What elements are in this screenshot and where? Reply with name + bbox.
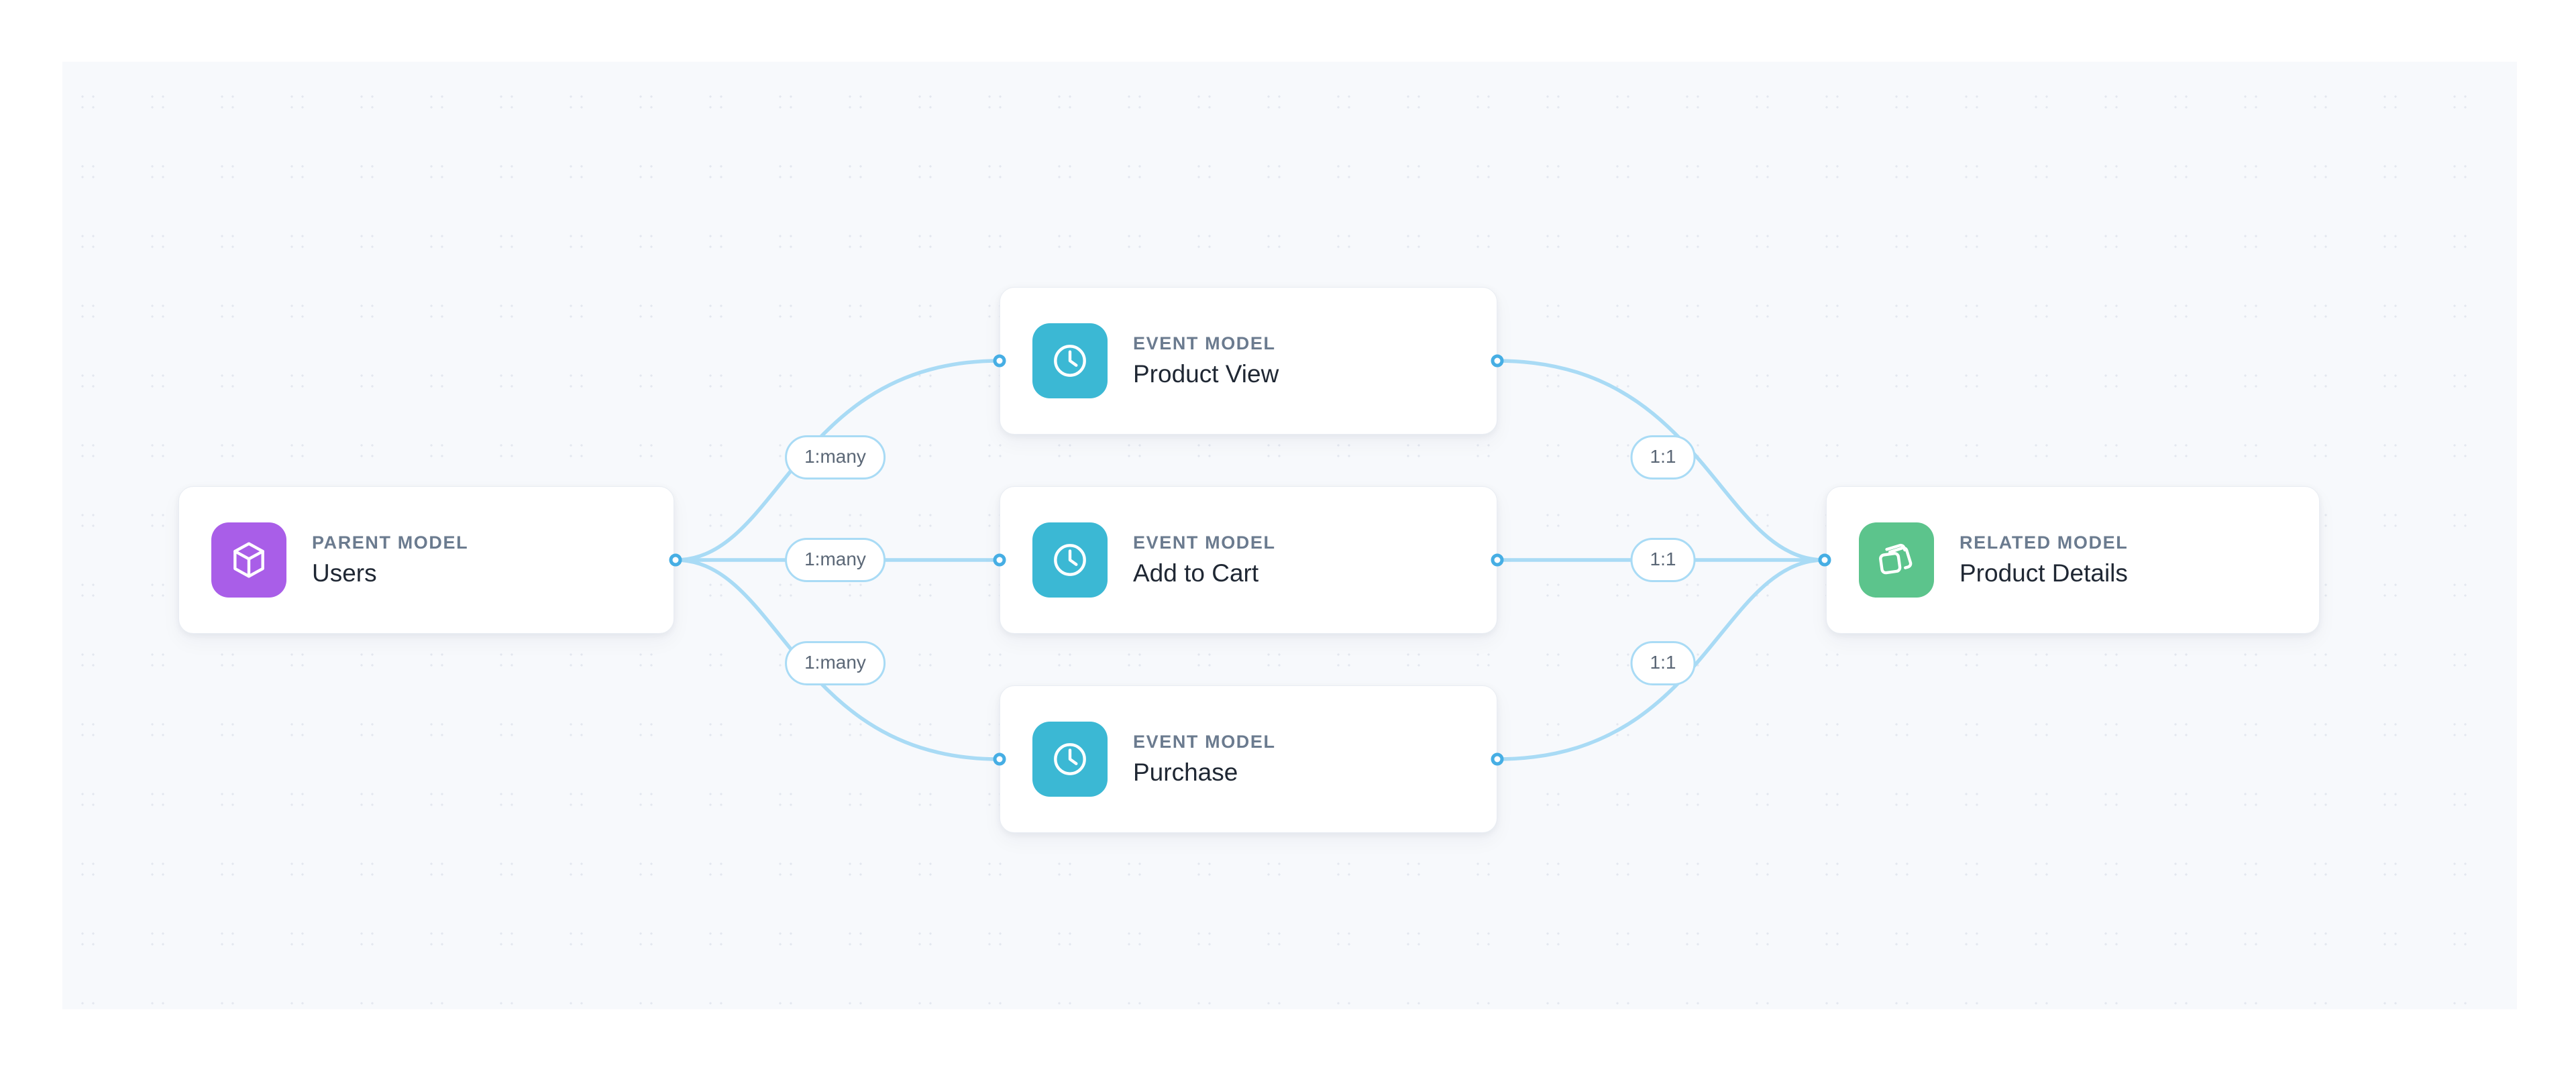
relationship-pill-add-to-cart-details[interactable]: 1:1 xyxy=(1630,538,1696,582)
node-event-model-3[interactable]: EVENT MODEL Purchase xyxy=(1000,685,1497,833)
relationship-pill-purchase-details[interactable]: 1:1 xyxy=(1630,641,1696,685)
node-related-model[interactable]: RELATED MODEL Product Details xyxy=(1826,486,2320,634)
node-title: Add to Cart xyxy=(1133,559,1259,587)
node-kicker: EVENT MODEL xyxy=(1133,532,1276,553)
node-text: PARENT MODEL Users xyxy=(312,532,468,587)
node-title: Product View xyxy=(1133,360,1279,388)
port-event-3-in[interactable] xyxy=(993,752,1006,766)
node-text: EVENT MODEL Product View xyxy=(1133,333,1279,388)
node-title: Product Details xyxy=(1960,559,2128,587)
node-parent-model[interactable]: PARENT MODEL Users xyxy=(178,486,674,634)
clock-icon xyxy=(1032,522,1108,598)
node-text: RELATED MODEL Product Details xyxy=(1960,532,2128,587)
node-kicker: PARENT MODEL xyxy=(312,532,469,553)
relationship-pill-users-add-to-cart[interactable]: 1:many xyxy=(785,538,885,582)
node-event-model-1[interactable]: EVENT MODEL Product View xyxy=(1000,287,1497,435)
node-text: EVENT MODEL Add to Cart xyxy=(1133,532,1276,587)
relationship-pill-product-view-details[interactable]: 1:1 xyxy=(1630,435,1696,480)
node-event-model-2[interactable]: EVENT MODEL Add to Cart xyxy=(1000,486,1497,634)
port-event-1-out[interactable] xyxy=(1491,354,1504,368)
layers-icon xyxy=(1859,522,1934,598)
node-kicker: EVENT MODEL xyxy=(1133,732,1276,752)
diagram-canvas[interactable]: PARENT MODEL Users EVENT MODEL Product V… xyxy=(62,62,2517,1009)
node-title: Users xyxy=(312,559,377,587)
port-related-in[interactable] xyxy=(1818,553,1831,567)
relationship-pill-users-purchase[interactable]: 1:many xyxy=(785,641,885,685)
cube-icon xyxy=(211,522,286,598)
relationship-pill-users-product-view[interactable]: 1:many xyxy=(785,435,885,480)
clock-icon xyxy=(1032,323,1108,398)
clock-icon xyxy=(1032,722,1108,797)
port-event-2-in[interactable] xyxy=(993,553,1006,567)
node-title: Purchase xyxy=(1133,758,1238,787)
node-kicker: EVENT MODEL xyxy=(1133,333,1276,354)
port-parent-out[interactable] xyxy=(669,553,682,567)
node-kicker: RELATED MODEL xyxy=(1960,532,2129,553)
node-text: EVENT MODEL Purchase xyxy=(1133,732,1276,787)
port-event-2-out[interactable] xyxy=(1491,553,1504,567)
port-event-1-in[interactable] xyxy=(993,354,1006,368)
port-event-3-out[interactable] xyxy=(1491,752,1504,766)
